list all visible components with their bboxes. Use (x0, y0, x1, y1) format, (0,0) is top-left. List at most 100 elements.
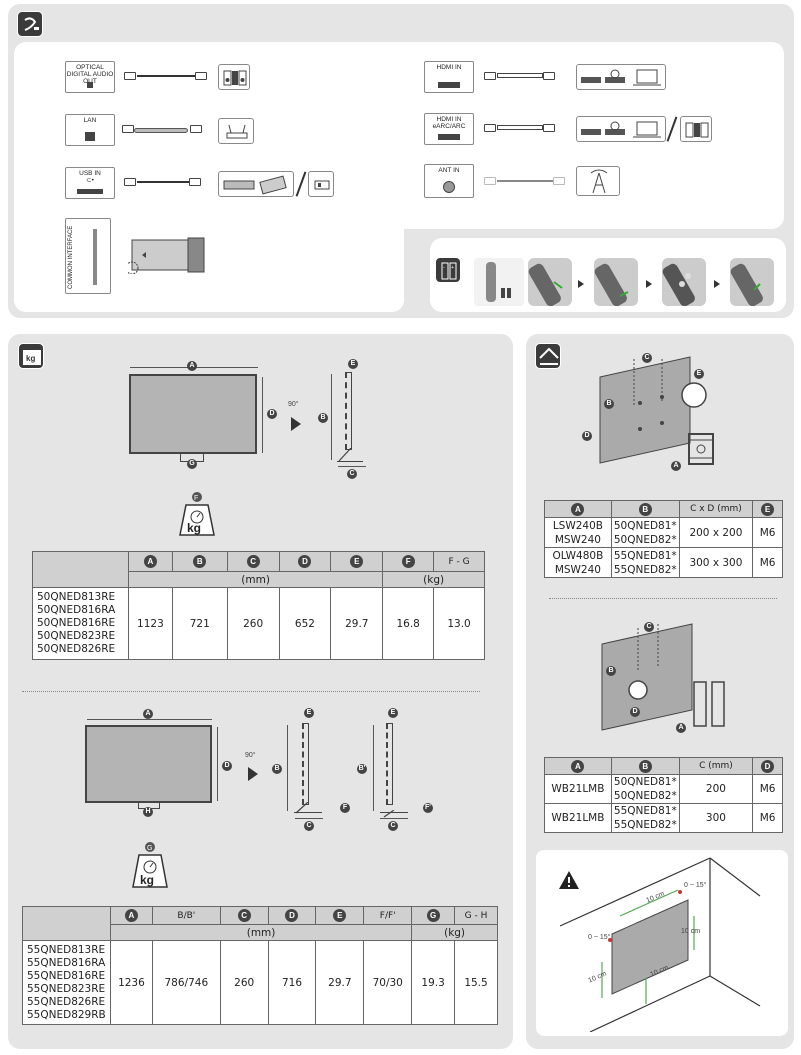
hdmi-plug (484, 124, 496, 132)
vesa-cell: 300 x 300 (678, 547, 754, 578)
tilt-angle-label-left: 0 ~ 15° (588, 934, 611, 941)
tv-model-cell: 55QNED81*55QNED82* (610, 547, 680, 578)
av-devices-icon (576, 116, 666, 142)
dim-line-c (295, 818, 323, 819)
label-f-prime-badge: F' (423, 803, 433, 813)
optical-port: OPTICAL DIGITAL AUDIO OUT (65, 61, 115, 93)
label-c-badge: C (644, 622, 654, 632)
hdmi-port-label: HDMI IN (436, 64, 462, 71)
hdmi-cable (497, 73, 543, 78)
dim-line-b (331, 374, 332, 460)
header-d: D (752, 757, 783, 775)
optical-port-label: OPTICAL DIGITAL AUDIO OUT (66, 64, 114, 85)
warning-triangle-icon (558, 870, 580, 890)
dim-line-c (338, 466, 366, 467)
screw-cell: M6 (752, 547, 783, 578)
label-d-badge: D (630, 707, 640, 717)
label-c-badge: C (642, 353, 652, 363)
lan-port-label: LAN (83, 117, 97, 124)
antenna-port: ANT IN (424, 164, 474, 198)
hdmi-plug (543, 124, 555, 132)
usb-plug (124, 178, 136, 186)
remote-step-1-icon (528, 258, 572, 307)
screw-cell: M6 (752, 803, 783, 833)
ci-card-icon (125, 236, 208, 275)
dim-line-b (287, 725, 288, 811)
battery-icon: -+ (435, 257, 461, 283)
antenna-plug (484, 177, 496, 185)
header-f-g: F - G (433, 551, 485, 572)
model-name: 55QNED829RB (27, 1008, 106, 1021)
usb-hub-icon (218, 171, 294, 197)
value-d: 716 (267, 940, 317, 1025)
usb-plug (189, 178, 201, 186)
step-arrow-icon (646, 280, 652, 288)
remote-step-2-icon (594, 258, 638, 307)
unit-kg: (kg) (382, 571, 485, 588)
optical-plug (124, 72, 136, 80)
lan-plug (190, 125, 202, 133)
header-b: B (610, 757, 680, 775)
value-b: 721 (171, 587, 228, 660)
value-f: 70/30 (363, 940, 413, 1025)
wall-mount-table-2: A B C (mm) D WB21LMB 50QNED81*50QNED82* … (544, 757, 783, 833)
value-g: 19.3 (411, 940, 456, 1025)
dim-line-c (380, 818, 408, 819)
model-name: 55QNED816RA (27, 956, 106, 969)
model-name: 55QNED813RE (27, 943, 106, 956)
tv2-side-alt-stand (380, 805, 408, 818)
router-icon (218, 118, 254, 144)
label-c-badge: C (388, 821, 398, 831)
speaker-icon (218, 64, 250, 90)
usb-symbol: ⊂• (86, 177, 94, 184)
svg-text:F: F (194, 495, 198, 502)
vesa-cell: 200 x 200 (678, 517, 754, 548)
rotate-90-label: 90° (288, 401, 299, 408)
rotate-arrow-icon (291, 417, 301, 431)
screw-cell: M6 (752, 517, 783, 548)
value-b: 786/746 (151, 940, 221, 1025)
header-a: A (109, 906, 153, 925)
weight-unit-label: kg (187, 521, 202, 535)
tv-back-diagram-2: C B D (600, 620, 696, 734)
value-e: 29.7 (315, 940, 365, 1025)
models-cell: 50QNED813RE 50QNED816RA 50QNED816RE 50QN… (32, 587, 129, 660)
speaker-icon (680, 116, 712, 142)
antenna-cable (497, 180, 553, 182)
label-b-prime-badge: B' (357, 764, 367, 774)
label-d-badge: D (222, 761, 232, 771)
size-cell: 300 (678, 803, 754, 833)
value-c: 260 (219, 940, 269, 1025)
header-c: C (219, 906, 269, 925)
svg-text:kg: kg (26, 354, 35, 363)
label-a-badge: A (671, 461, 681, 471)
section-divider (22, 691, 480, 692)
label-b-badge: B (606, 666, 616, 676)
lan-cable (134, 128, 188, 133)
mount-bracket-icon (683, 430, 723, 470)
header-d: D (267, 906, 317, 925)
lan-plug (122, 125, 134, 133)
antenna-icon (576, 166, 620, 196)
tilt-angle-label-top: 0 ~ 15° (684, 882, 707, 889)
weight-scale-icon: kg (18, 343, 44, 369)
tv-model-cell: 55QNED81*55QNED82* (610, 803, 680, 833)
label-a-badge: A (143, 709, 153, 719)
label-b-badge: B (604, 399, 614, 409)
label-c-badge: C (304, 821, 314, 831)
label-f-badge: F (340, 803, 350, 813)
antenna-port-label: ANT IN (438, 167, 460, 174)
label-d-badge: D (267, 409, 277, 419)
lan-port: LAN (65, 114, 115, 146)
av-devices-icon (576, 64, 666, 90)
step-arrow-icon (714, 280, 720, 288)
tv2-side-alt (386, 723, 393, 805)
ci-port: COMMON INTERFACE (65, 218, 111, 294)
header-e: E (315, 906, 365, 925)
hdmi-cable (497, 125, 543, 130)
label-d-badge: D (582, 431, 592, 441)
model-name: 50QNED826RE (37, 643, 116, 655)
tv1-spec-table: A B C D E F F - G (mm) (kg) 50QNED813RE … (32, 551, 485, 660)
